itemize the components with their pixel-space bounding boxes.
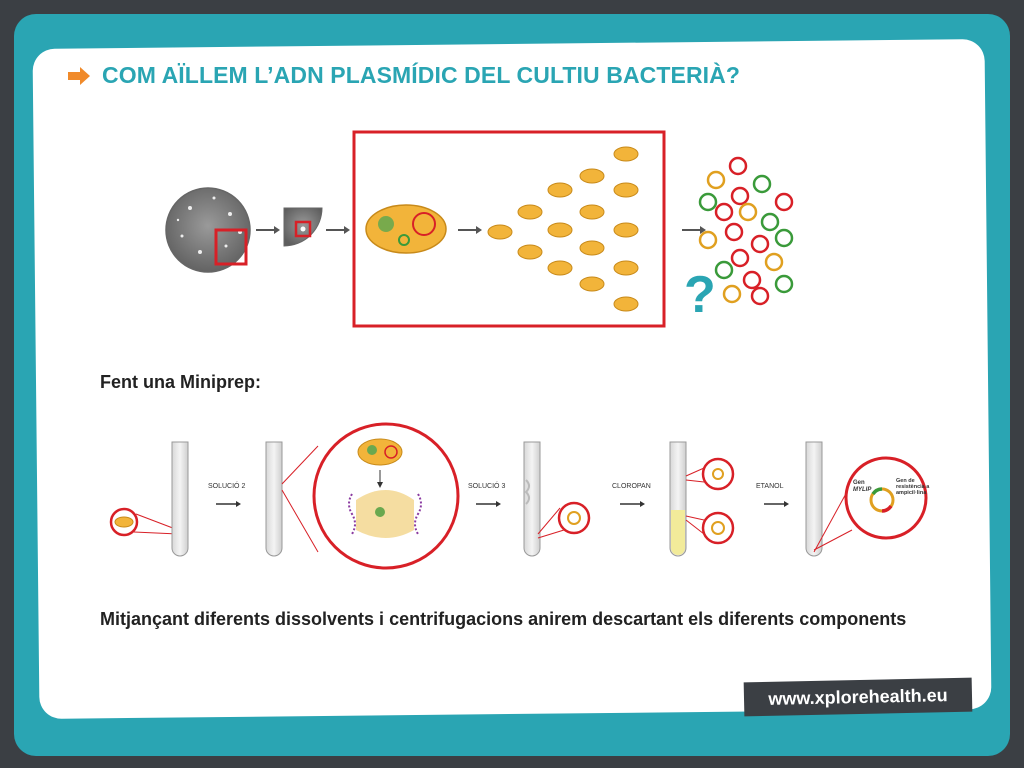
gene-name-label: MYLIP <box>853 487 872 493</box>
large-bacterium <box>365 204 447 254</box>
tube-3 <box>523 441 591 557</box>
website-url[interactable]: www.xplorehealth.eu <box>768 684 948 709</box>
resistance-label: Gen de resistència a ampicil·lina <box>896 478 930 496</box>
step-solucio-2: SOLUCIÓ 2 <box>208 481 245 490</box>
gene-label: Gen <box>853 480 865 486</box>
question-mark: ? <box>684 266 716 324</box>
tube-1 <box>171 441 189 557</box>
culture-box <box>352 130 666 328</box>
step-solucio-3: SOLUCIÓ 3 <box>468 481 505 490</box>
miniprep-subtitle: Fent una Miniprep: <box>100 372 261 392</box>
page-title: COM AÏLLEM L’ADN PLASMÍDIC DEL CULTIU BA… <box>102 62 741 88</box>
plasmid-cloud <box>698 156 794 306</box>
arrow-right-icon <box>68 66 90 85</box>
description-text: Mitjançant diferents dissolvents i centr… <box>100 609 907 629</box>
start-bacterium <box>109 507 179 537</box>
lysis-zoom <box>312 422 460 570</box>
bacteria-group <box>487 146 639 312</box>
plasmid-zoom: Gen MYLIP Gen de resistència a ampicil·l… <box>844 456 930 540</box>
tube-5 <box>805 441 861 557</box>
step-cloropan: CLOROPAN <box>612 483 651 490</box>
title-row: COM AÏLLEM L’ADN PLASMÍDIC DEL CULTIU BA… <box>66 62 740 89</box>
tube-2 <box>265 441 319 557</box>
plate-zoom <box>283 207 323 247</box>
petri-dish <box>165 187 251 273</box>
website-badge[interactable]: www.xplorehealth.eu <box>743 677 973 717</box>
step-etanol: ETANOL <box>756 483 784 490</box>
tube-4 <box>669 441 735 557</box>
